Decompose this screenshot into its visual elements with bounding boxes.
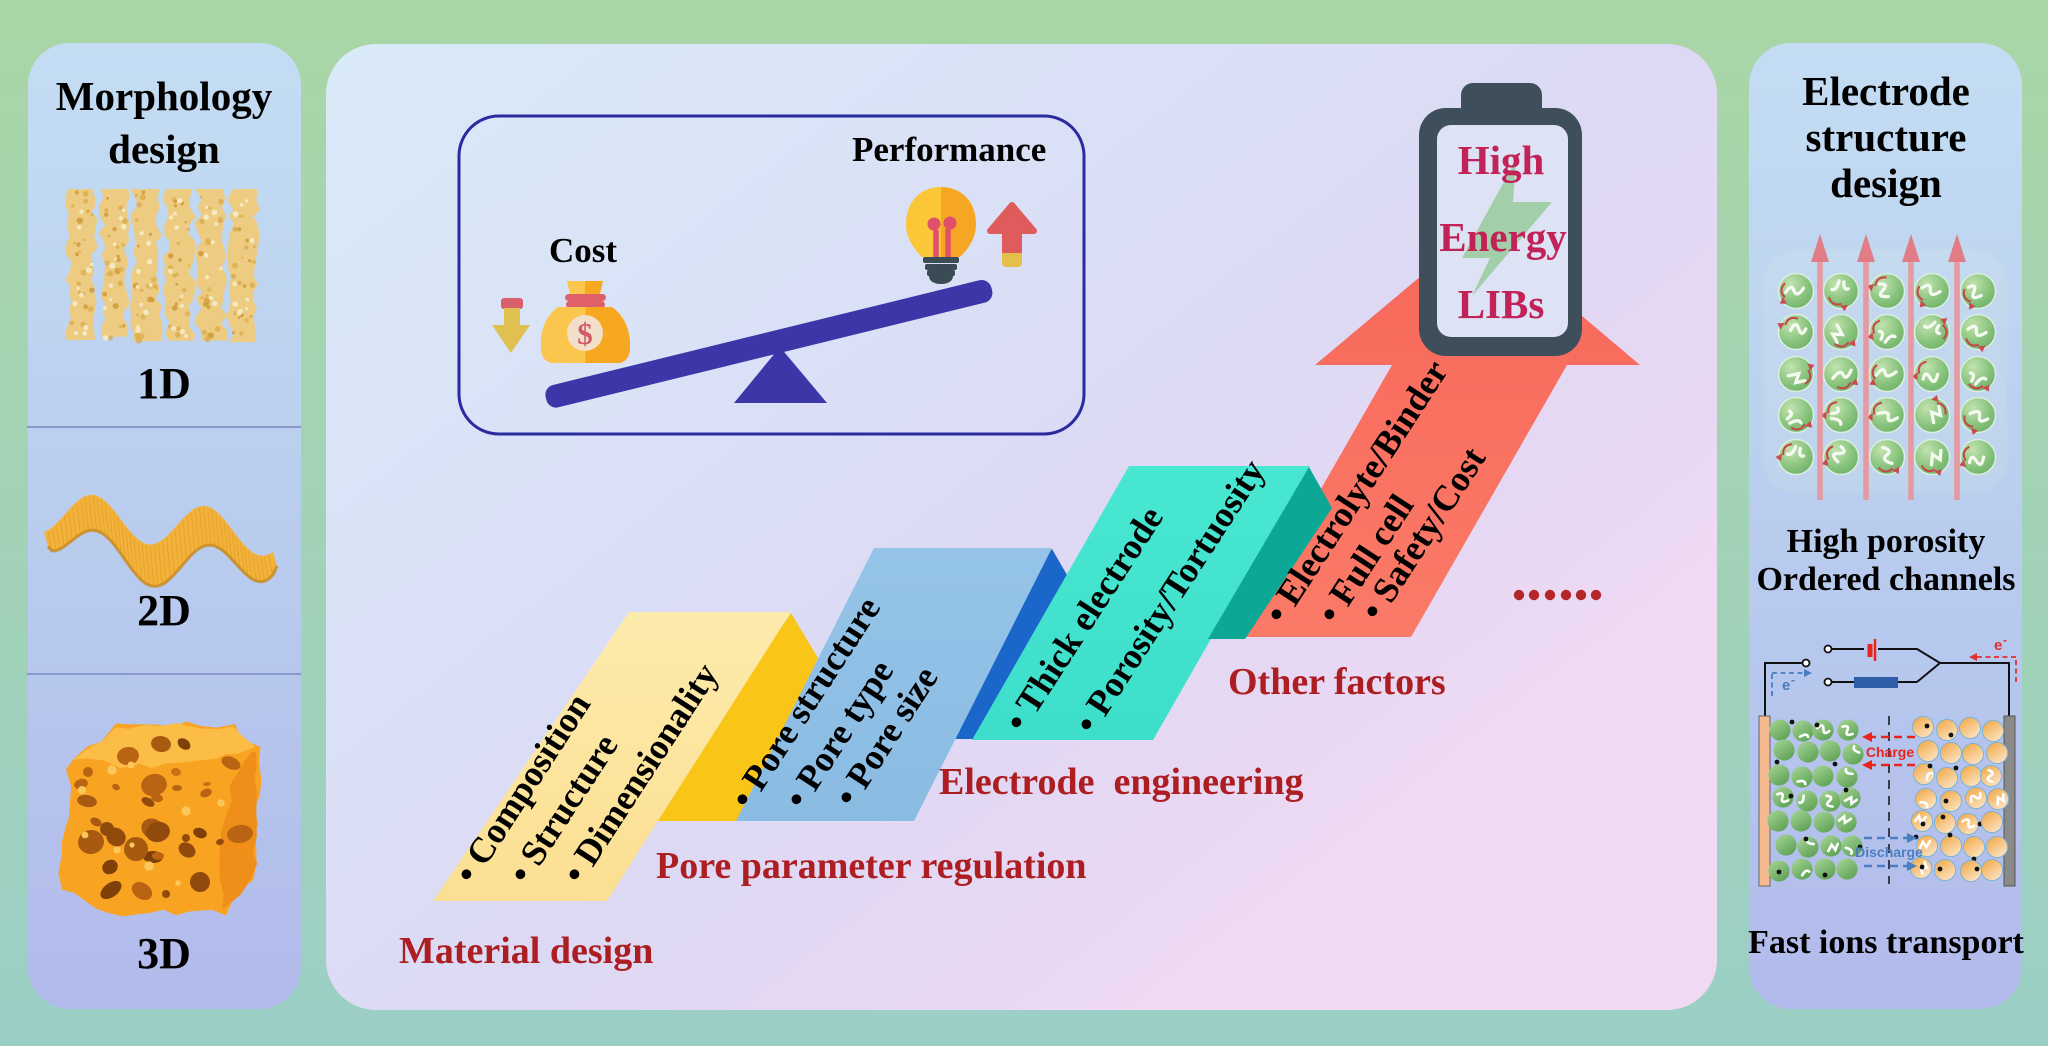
svg-text:3D: 3D [137, 929, 191, 978]
svg-text:design: design [108, 126, 220, 172]
svg-text:1D: 1D [137, 359, 191, 408]
svg-text:Pore parameter regulation: Pore parameter regulation [656, 845, 1087, 887]
svg-text:Performance: Performance [852, 130, 1046, 169]
svg-text:Morphology: Morphology [56, 73, 273, 119]
svg-text:2D: 2D [137, 586, 191, 635]
svg-text:LIBs: LIBs [1458, 281, 1545, 327]
svg-text:structure: structure [1806, 114, 1967, 160]
svg-text:Cost: Cost [549, 231, 617, 270]
svg-text:High porosity: High porosity [1787, 523, 1986, 560]
svg-text:design: design [1830, 160, 1942, 206]
svg-text:Electrode: Electrode [1802, 68, 1970, 114]
svg-text:e: e [1994, 637, 2002, 654]
svg-text:-: - [1791, 673, 1795, 687]
svg-text:High: High [1458, 137, 1545, 183]
svg-text:-: - [2003, 633, 2007, 647]
svg-text:Other factors: Other factors [1228, 661, 1446, 703]
svg-text:Charge: Charge [1866, 744, 1914, 760]
svg-text:Ordered channels: Ordered channels [1756, 561, 2015, 598]
svg-text:Electrode engineering: Electrode engineering [939, 761, 1303, 803]
svg-text:Energy: Energy [1439, 214, 1567, 260]
svg-text:Material design: Material design [399, 930, 653, 972]
svg-text:Discharge: Discharge [1855, 844, 1923, 860]
svg-text:$: $ [577, 316, 593, 351]
svg-text:e: e [1782, 677, 1790, 694]
svg-text:Fast ions transport: Fast ions transport [1748, 924, 2024, 961]
